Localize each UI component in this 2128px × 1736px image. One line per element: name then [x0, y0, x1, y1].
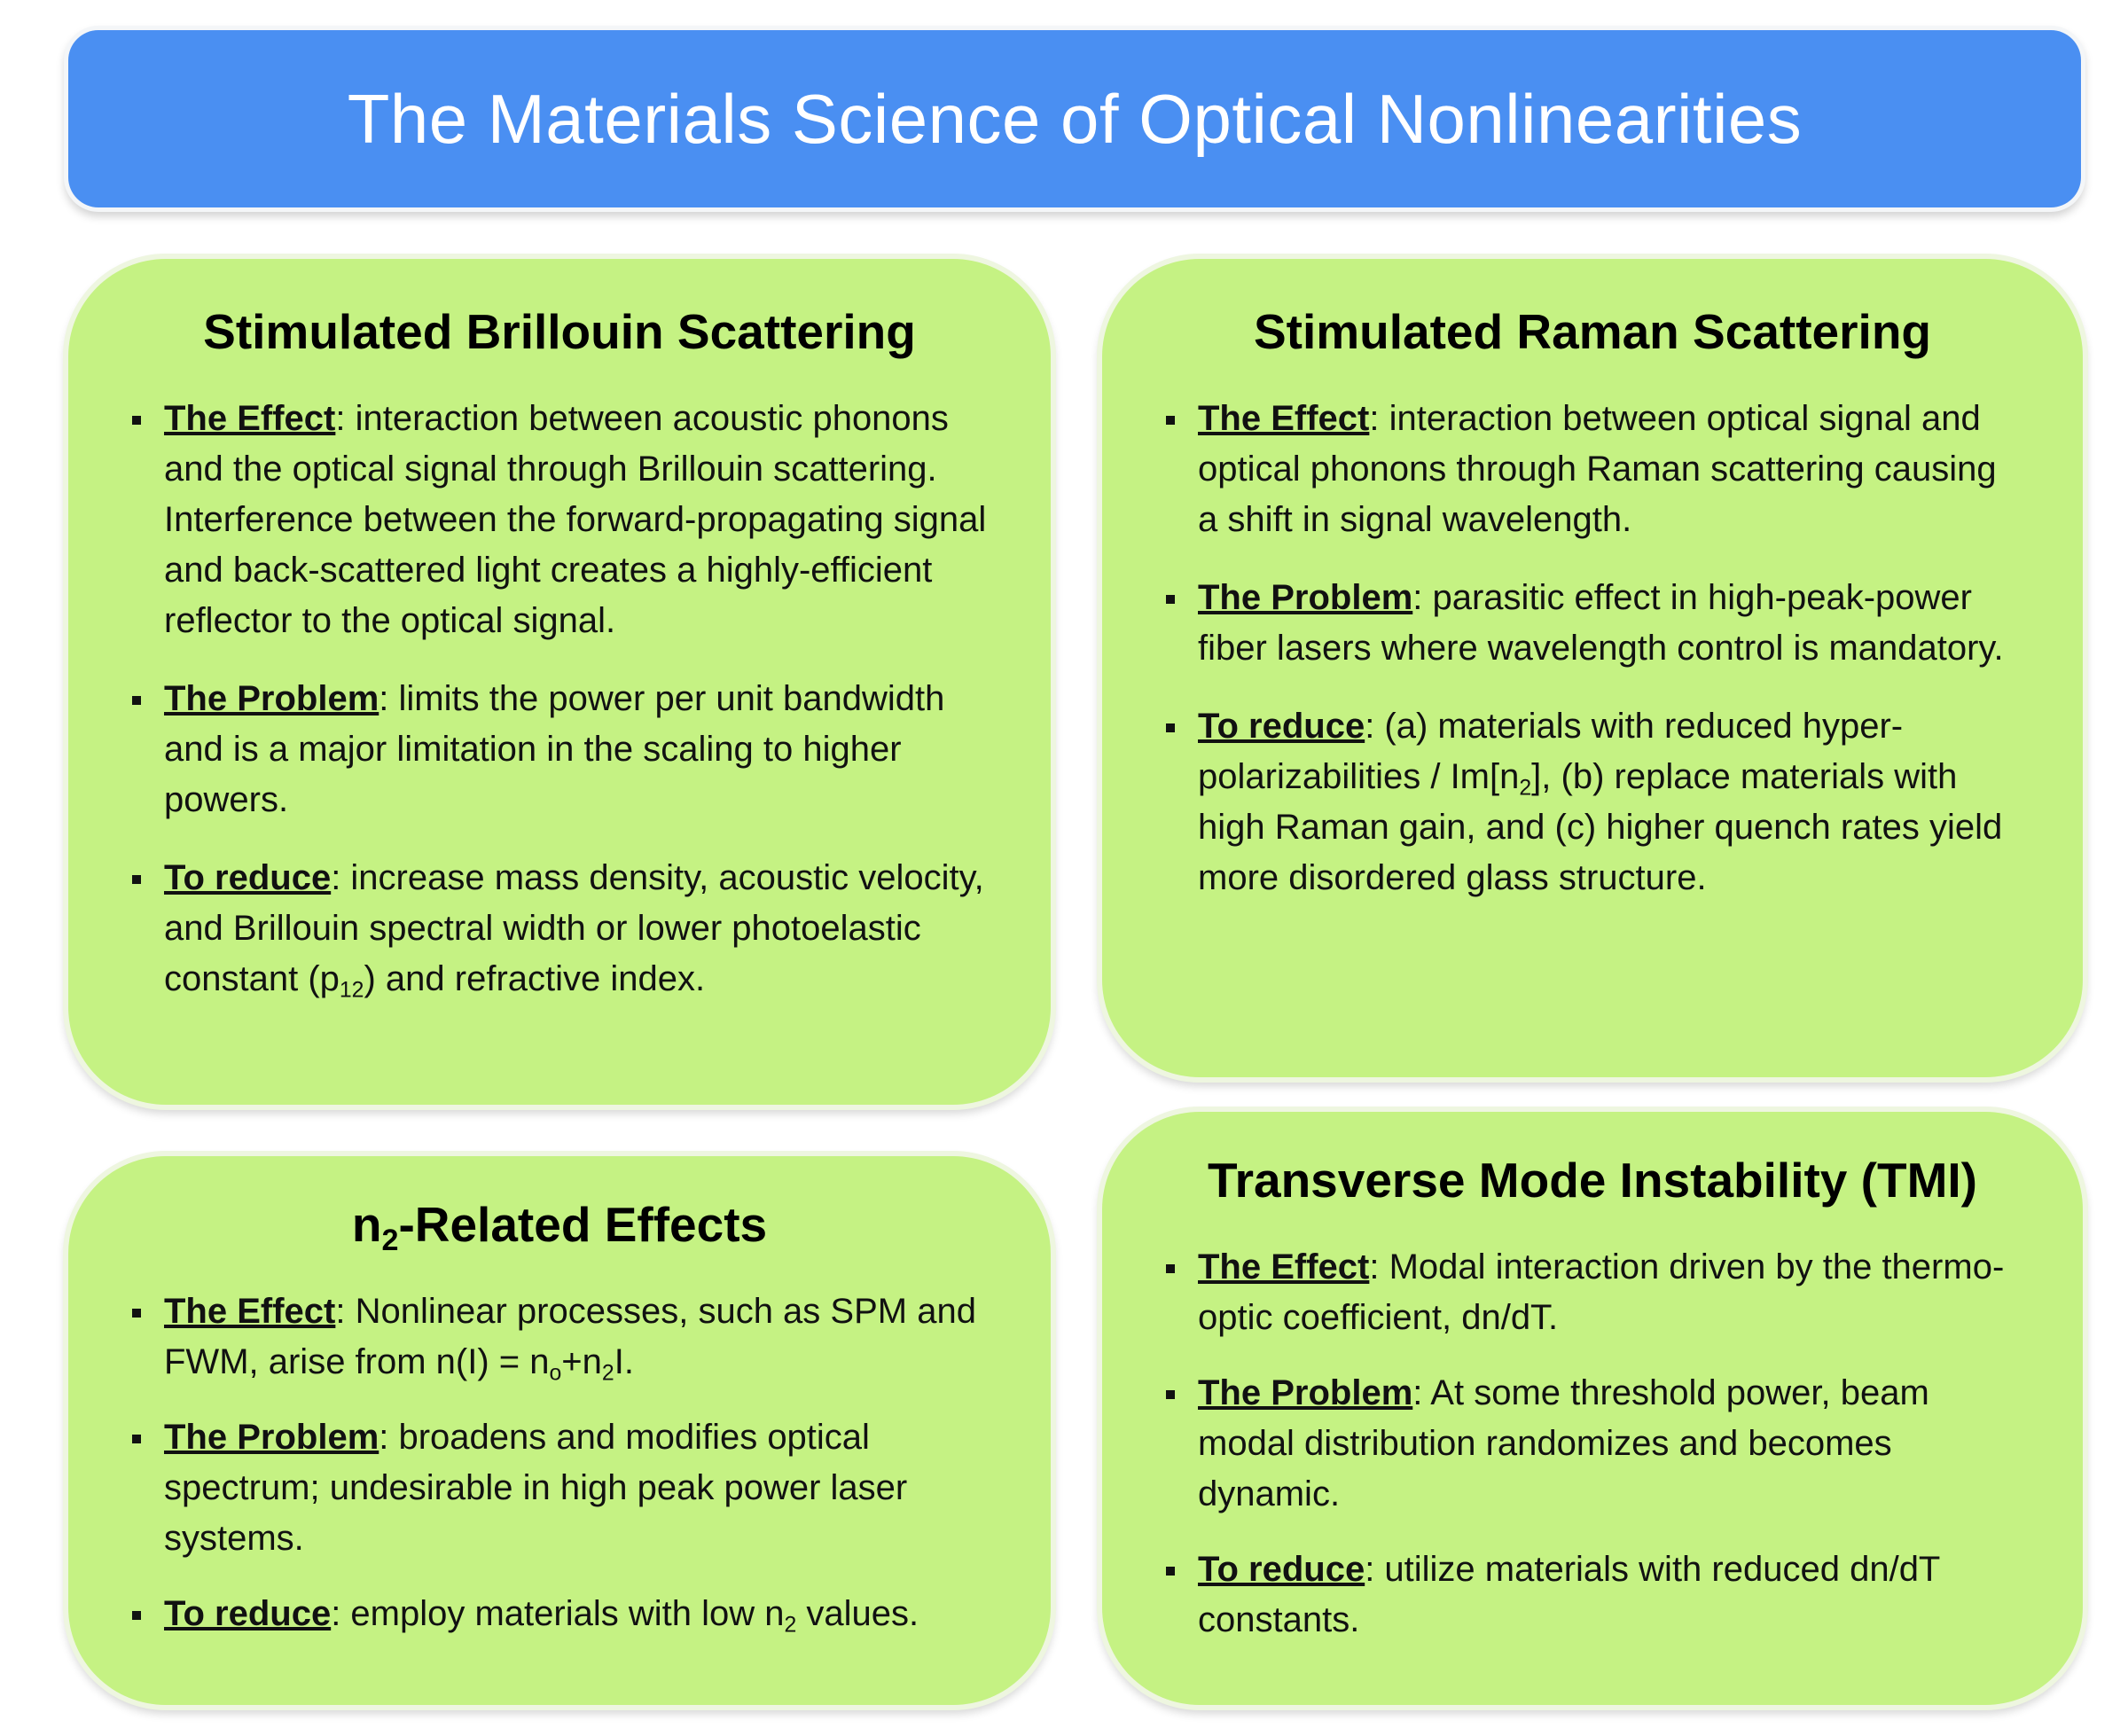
- text-segment: : At some threshold power, beam modal di…: [1198, 1373, 1929, 1513]
- text-segment: : parasitic effect in high-peak-power fi…: [1198, 578, 2004, 668]
- bullet-label: The Problem: [164, 679, 379, 718]
- bullet-label: To reduce: [1198, 707, 1365, 746]
- bullet-label: The Problem: [1198, 578, 1413, 617]
- panel-heading: Stimulated Brillouin Scattering: [130, 303, 989, 360]
- subscript: 2: [601, 1361, 614, 1386]
- text-segment: : interaction between optical signal and…: [1198, 399, 1997, 539]
- bullet-item: The Problem: broadens and modifies optic…: [130, 1412, 989, 1564]
- text-segment: : interaction between acoustic phonons a…: [164, 399, 987, 640]
- bullet-item: The Problem: At some threshold power, be…: [1164, 1368, 2021, 1520]
- text-segment: : limits the power per unit bandwidth an…: [164, 679, 945, 819]
- subscript: 12: [339, 978, 364, 1003]
- bullet-label: The Problem: [1198, 1373, 1413, 1412]
- text-segment: I.: [614, 1342, 634, 1381]
- bullet-item: To reduce: (a) materials with reduced hy…: [1164, 701, 2021, 903]
- bullet-label: To reduce: [164, 1594, 332, 1633]
- bullet-item: The Problem: parasitic effect in high-pe…: [1164, 573, 2021, 674]
- bullet-label: The Problem: [164, 1418, 379, 1457]
- bullet-item: To reduce: employ materials with low n2 …: [130, 1589, 989, 1639]
- text-segment: -Related Effects: [398, 1197, 768, 1252]
- page-title: The Materials Science of Optical Nonline…: [347, 79, 1803, 158]
- bullet-label: To reduce: [1198, 1550, 1365, 1589]
- text-segment: : broadens and modifies optical spectrum…: [164, 1418, 908, 1558]
- panel-heading: n2-Related Effects: [130, 1196, 989, 1255]
- panel-heading: Transverse Mode Instability (TMI): [1164, 1152, 2021, 1208]
- bullet-item: The Effect: Modal interaction driven by …: [1164, 1242, 2021, 1343]
- text-segment: : employ materials with low n: [331, 1594, 785, 1633]
- text-segment: : Modal interaction driven by the thermo…: [1198, 1247, 2005, 1337]
- text-segment: n: [351, 1197, 382, 1252]
- bullet-list: The Effect: interaction between optical …: [1164, 394, 2021, 903]
- bullet-item: To reduce: utilize materials with reduce…: [1164, 1544, 2021, 1646]
- bullet-list: The Effect: interaction between acoustic…: [130, 394, 989, 1005]
- bullet-label: The Effect: [164, 399, 336, 438]
- text-segment: values.: [796, 1594, 919, 1633]
- bullet-item: The Problem: limits the power per unit b…: [130, 674, 989, 825]
- bullet-item: The Effect: Nonlinear processes, such as…: [130, 1286, 989, 1388]
- text-segment: Stimulated Raman Scattering: [1253, 304, 1932, 359]
- subscript: o: [549, 1361, 562, 1386]
- text-segment: Stimulated Brillouin Scattering: [203, 304, 916, 359]
- text-segment: +n: [561, 1342, 602, 1381]
- text-segment: ) and refractive index.: [364, 959, 706, 998]
- bullet-label: The Effect: [164, 1292, 336, 1331]
- subscript: 2: [381, 1224, 399, 1258]
- text-segment: : utilize materials with reduced dn/dT c…: [1198, 1550, 1940, 1639]
- text-segment: Transverse Mode Instability (TMI): [1208, 1153, 1977, 1208]
- text-segment: : increase mass density, acoustic veloci…: [164, 858, 984, 998]
- panel-transverse-mode-instability: Transverse Mode Instability (TMI) The Eff…: [1102, 1112, 2083, 1705]
- bullet-item: The Effect: interaction between optical …: [1164, 394, 2021, 545]
- bullet-label: The Effect: [1198, 1247, 1370, 1286]
- bullet-label: The Effect: [1198, 399, 1370, 438]
- text-segment: : (a) materials with reduced hyper-polar…: [1198, 707, 1904, 796]
- bullet-label: To reduce: [164, 858, 332, 897]
- bullet-list: The Effect: Nonlinear processes, such as…: [130, 1286, 989, 1639]
- panel-heading: Stimulated Raman Scattering: [1164, 303, 2021, 360]
- bullet-list: The Effect: Modal interaction driven by …: [1164, 1242, 2021, 1646]
- subscript: 2: [784, 1613, 797, 1638]
- bullet-item: The Effect: interaction between acoustic…: [130, 394, 989, 646]
- text-segment: : Nonlinear processes, such as SPM and F…: [164, 1292, 976, 1381]
- subscript: 2: [1519, 776, 1532, 801]
- text-segment: ], (b) replace materials with high Raman…: [1198, 757, 2003, 897]
- bullet-item: To reduce: increase mass density, acoust…: [130, 853, 989, 1005]
- title-banner: The Materials Science of Optical Nonline…: [68, 30, 2081, 207]
